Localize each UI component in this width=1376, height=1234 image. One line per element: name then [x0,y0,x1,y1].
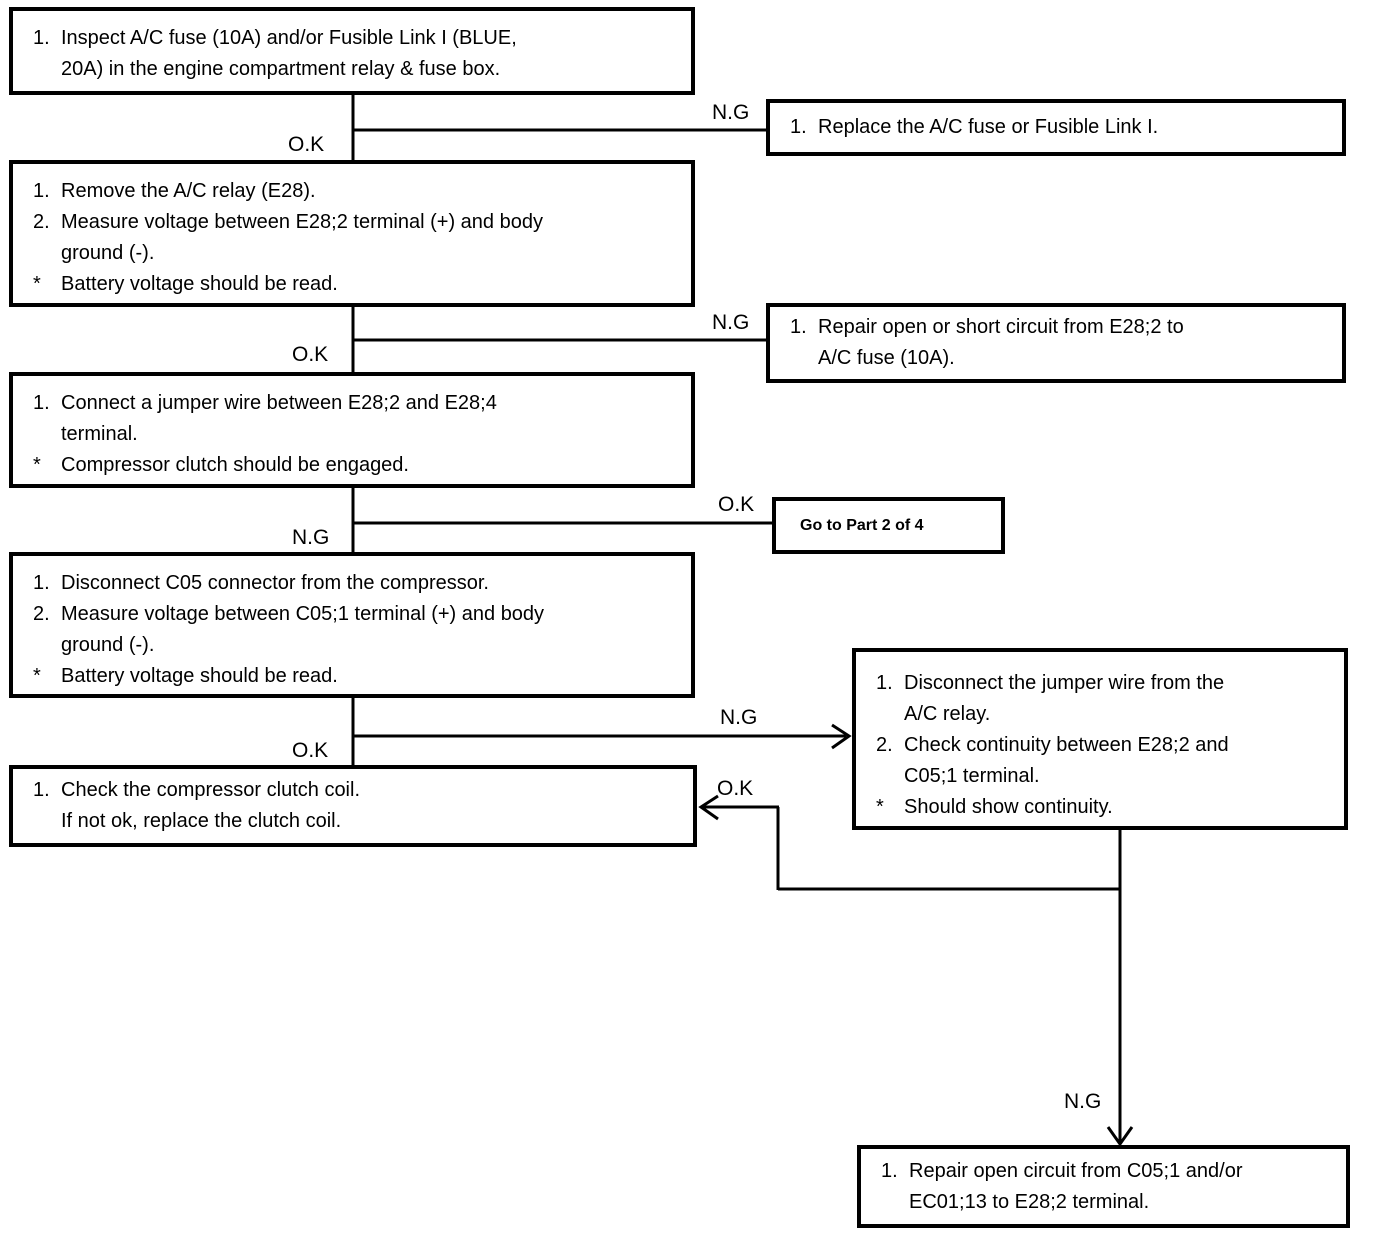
item-text: Connect a jumper wire between E28;2 and … [61,392,497,445]
arrowhead-down-icon [1106,1126,1134,1147]
list-item: * Battery voltage should be read. [33,661,681,692]
item-marker: 2. [33,603,50,625]
list-item: 1. Repair open or short circuit from E28… [790,312,1332,374]
edge-label-step3-ok: O.K [718,493,755,516]
edge-label-step1-ok: O.K [288,133,325,156]
item-text: Repair open or short circuit from E28;2 … [818,316,1184,369]
edge-label-continuity-ok: O.K [717,777,754,800]
flow-box-remove-relay: 1. Remove the A/C relay (E28). 2. Measur… [9,160,695,307]
edge-label-step4-ok: O.K [292,739,329,762]
flow-box-jumper-wire: 1. Connect a jumper wire between E28;2 a… [9,372,695,488]
goto-label: Go to Part 2 of 4 [800,516,924,534]
list-item: * Compressor clutch should be engaged. [33,450,681,481]
list-item: 2. Measure voltage between C05;1 termina… [33,599,681,661]
list-item: 1. Inspect A/C fuse (10A) and/or Fusible… [33,23,681,85]
item-text: Remove the A/C relay (E28). [61,180,316,202]
item-text: Measure voltage between E28;2 terminal (… [61,211,543,264]
list-item: 2. Measure voltage between E28;2 termina… [33,207,681,269]
flow-box-check-clutch-coil: 1. Check the compressor clutch coil. If … [9,765,697,847]
list-item: 1. Repair open circuit from C05;1 and/or… [881,1156,1336,1218]
item-marker: * [33,665,41,687]
list-item: 1. Connect a jumper wire between E28;2 a… [33,388,681,450]
flow-box-goto-part2: Go to Part 2 of 4 [772,497,1005,554]
item-text: Check continuity between E28;2 and C05;1… [904,734,1229,787]
item-marker: * [33,273,41,295]
item-text: Inspect A/C fuse (10A) and/or Fusible Li… [61,27,517,80]
item-text: Check the compressor clutch coil. If not… [61,779,361,832]
list-item: * Should show continuity. [876,792,1334,823]
flow-box-inspect-fuse: 1. Inspect A/C fuse (10A) and/or Fusible… [9,7,695,95]
item-text: Disconnect C05 connector from the compre… [61,572,489,594]
item-marker: * [876,796,884,818]
flow-box-check-continuity: 1. Disconnect the jumper wire from the A… [852,648,1348,830]
item-text: Battery voltage should be read. [61,665,338,687]
flow-box-disconnect-c05: 1. Disconnect C05 connector from the com… [9,552,695,698]
item-marker: 1. [33,180,50,202]
item-marker: 1. [790,116,807,138]
item-marker: 1. [790,316,807,338]
flow-box-repair-open-circuit: 1. Repair open circuit from C05;1 and/or… [857,1145,1350,1228]
item-marker: 2. [876,734,893,756]
edge-label-continuity-ng: N.G [1064,1090,1102,1113]
item-text: Battery voltage should be read. [61,273,338,295]
arrowhead-left-icon [698,794,719,821]
item-text: Should show continuity. [904,796,1113,818]
item-marker: 1. [33,27,50,49]
list-item: 1. Remove the A/C relay (E28). [33,176,681,207]
item-marker: 1. [33,572,50,594]
list-item: * Battery voltage should be read. [33,269,681,300]
list-item: 2. Check continuity between E28;2 and C0… [876,730,1334,792]
item-marker: 1. [881,1159,898,1182]
item-marker: 1. [33,779,50,801]
edge-label-step2-ng: N.G [712,311,750,334]
edge-label-step2-ok: O.K [292,343,329,366]
item-text: Measure voltage between C05;1 terminal (… [61,603,545,656]
flow-box-repair-short-circuit: 1. Repair open or short circuit from E28… [766,303,1346,383]
arrowhead-right-icon [831,723,852,750]
item-marker: * [33,454,41,476]
edge-label-step4-ng: N.G [720,706,758,729]
list-item: 1. Disconnect C05 connector from the com… [33,568,681,599]
item-marker: 2. [33,211,50,233]
item-marker: 1. [33,392,50,414]
item-text: Disconnect the jumper wire from the A/C … [904,672,1225,725]
edge-label-step3-ng: N.G [292,526,330,549]
list-item: 1. Disconnect the jumper wire from the A… [876,668,1334,730]
edge-label-step1-ng: N.G [712,101,750,124]
list-item: 1. Check the compressor clutch coil. If … [33,775,683,837]
item-text: Repair open circuit from C05;1 and/or EC… [909,1159,1243,1213]
flow-box-replace-fuse: 1. Replace the A/C fuse or Fusible Link … [766,99,1346,156]
item-marker: 1. [876,672,893,694]
list-item: 1. Replace the A/C fuse or Fusible Link … [790,112,1332,143]
item-text: Replace the A/C fuse or Fusible Link I. [818,116,1159,138]
item-text: Compressor clutch should be engaged. [61,454,409,476]
